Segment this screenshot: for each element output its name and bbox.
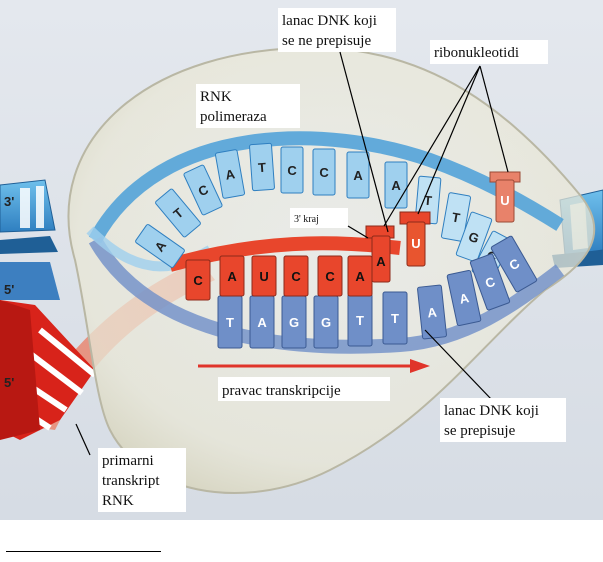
ribonucleotides-leader-3 (479, 65, 509, 173)
ribonucleotides-leader-2 (417, 65, 481, 215)
dna-left-ends (0, 179, 60, 300)
base-letter: T (226, 315, 234, 330)
base-letter: G (321, 315, 331, 330)
label-template-strand: lanac DNK koji se prepisuje (424, 329, 566, 442)
base-letter: T (451, 209, 461, 225)
base-letter: T (423, 193, 432, 209)
base-letter: T (391, 311, 399, 326)
base-rung: C (183, 164, 223, 216)
base-letter: A (427, 304, 439, 320)
incoming-nucleotide: U (489, 171, 521, 223)
base-letter: A (224, 166, 236, 183)
rna-5-prime-end: 5' (4, 375, 14, 390)
incoming-nucleotide-label: A (376, 254, 386, 269)
base-letter: C (287, 163, 297, 178)
base-letter: A (458, 290, 471, 307)
primary-transcript-line1: primarni (102, 453, 154, 469)
base-letter: C (193, 273, 203, 288)
base-rung: C (469, 253, 511, 311)
base-rung: A (219, 255, 245, 297)
base-rung: T (155, 188, 201, 238)
label-ribonucleotides: ribonukleotidi (383, 40, 548, 227)
base-letter: T (258, 160, 267, 176)
base-rung: A (446, 269, 482, 327)
base-rung: A (135, 224, 185, 268)
base-rung: G (313, 295, 339, 349)
primary-transcript-leader-line (75, 423, 91, 456)
base-rung: C (490, 235, 538, 293)
base-letter: T (356, 313, 364, 328)
page-margin (0, 520, 603, 557)
base-rung: A (347, 255, 373, 297)
base-rung: T (217, 295, 243, 349)
label-primary-transcript: primarni transkript RNK (75, 423, 186, 512)
base-rung: A (214, 149, 246, 199)
transcription-direction-text: pravac transkripcije (222, 383, 341, 399)
incoming-nucleotide-label: U (411, 236, 420, 251)
ribonucleotides-leader-1 (383, 65, 481, 227)
rna-polymerase-line2: polimeraza (200, 109, 267, 125)
base-letter: U (259, 269, 268, 284)
base-rung: A (346, 151, 370, 199)
template-strand-line2: se prepisuje (444, 423, 516, 439)
non-template-leader-line (339, 51, 389, 233)
label-transcription-direction: pravac transkripcije (218, 377, 390, 401)
base-rung: C (317, 255, 343, 297)
base-rung: C (185, 259, 211, 301)
label-three-prime-end: 3' kraj (290, 208, 369, 239)
incoming-nucleotide: U (399, 211, 431, 267)
base-letter: G (289, 315, 299, 330)
base-letter: A (391, 178, 401, 193)
base-rung: T (249, 142, 275, 192)
base-rung: U (251, 255, 277, 297)
dna-5-prime-end: 5' (4, 282, 14, 297)
dna-3-prime-end: 3' (4, 194, 14, 209)
base-rung: A (417, 284, 447, 340)
base-letter: C (319, 165, 329, 180)
template-leader-line (424, 329, 493, 401)
base-rung: G (281, 295, 307, 349)
base-rung: A (384, 161, 408, 209)
base-letter: A (355, 269, 365, 284)
primary-transcript-line2: transkript (102, 473, 160, 489)
ribonucleotides-text: ribonukleotidi (434, 45, 519, 61)
base-rung: A (249, 295, 275, 349)
base-letter: A (353, 168, 363, 183)
base-rung: T (440, 192, 472, 242)
footnote-rule (6, 551, 161, 552)
template-strand-line1: lanac DNK koji (444, 403, 539, 419)
non-template-strand-line1: lanac DNK koji (282, 13, 377, 29)
base-letter: C (325, 269, 335, 284)
incoming-nucleotide-label: U (500, 193, 509, 208)
three-prime-leader-line (347, 225, 369, 239)
label-non-template-strand: lanac DNK koji se ne prepisuje (278, 8, 396, 233)
incoming-nucleotide: A (365, 225, 395, 283)
base-rung: C (283, 255, 309, 297)
three-prime-end-text: 3' kraj (294, 214, 319, 225)
base-letter: C (291, 269, 301, 284)
rna-polymerase-line1: RNK (200, 89, 232, 105)
incoming-nucleotides: A U U (365, 171, 521, 283)
upper-strand-bases: ATCATCCAATTGG (135, 142, 513, 282)
label-rna-polymerase: RNK polimeraza (196, 84, 300, 128)
primary-transcript-line3: RNK (102, 493, 134, 509)
base-rung: C (280, 146, 304, 194)
transcription-direction-arrow (198, 359, 430, 373)
base-rung: G (455, 211, 493, 263)
base-letter: A (257, 315, 267, 330)
base-rung: T (382, 291, 408, 345)
base-letter: G (467, 229, 482, 247)
base-rung: C (312, 148, 336, 196)
non-template-strand-line2: se ne prepisuje (282, 33, 371, 49)
base-letter: A (227, 269, 237, 284)
base-rung: T (347, 293, 373, 347)
